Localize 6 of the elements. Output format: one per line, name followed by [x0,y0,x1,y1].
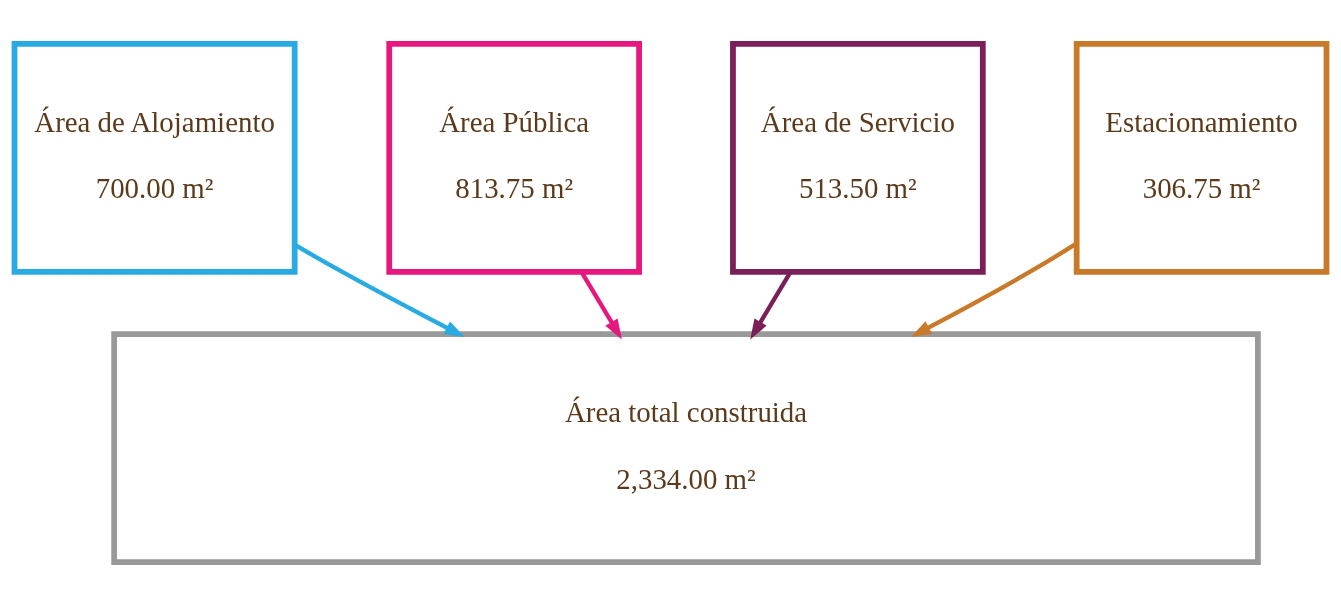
arrow [293,242,465,337]
node-box: Área total construida 2,334.00 m² [111,330,1261,565]
node-box: Estacionamiento 306.75 m² [1073,40,1330,275]
node-box: Área de Alojamiento 700.00 m² [11,40,298,275]
node-box: Área de Servicio 513.50 m² [730,40,986,275]
node-box: Área Pública 813.75 m² [386,40,642,275]
